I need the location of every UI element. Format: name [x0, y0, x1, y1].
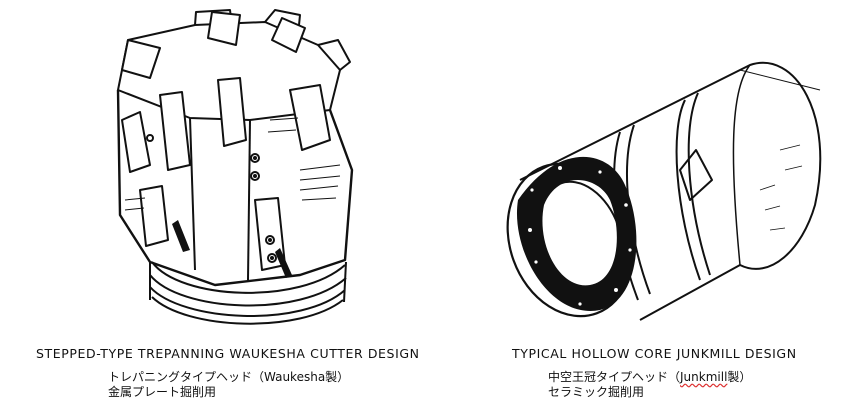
- caption-english: TYPICAL HOLLOW CORE JUNKMILL DESIGN: [512, 346, 797, 361]
- caption-japanese-line2: 金属プレート掘削用: [108, 385, 217, 399]
- caption-japanese-line1: 中空王冠タイプヘッド（Junkmill製）: [548, 370, 751, 385]
- caption-ja-suffix: 製）: [727, 370, 752, 384]
- caption-japanese-line2: セラミック掘削用: [548, 385, 645, 399]
- junkmill-cutter-illustration: [506, 62, 822, 321]
- junkmill-cutter-figure: TYPICAL HOLLOW CORE JUNKMILL DESIGN 中空王冠…: [440, 0, 854, 413]
- trepanning-cutter-illustration: [116, 9, 354, 325]
- trepanning-cutter-figure: STEPPED-TYPE TREPANNING WAUKESHA CUTTER …: [36, 9, 420, 399]
- caption-ja-maker: Junkmill: [680, 370, 728, 384]
- caption-japanese-line1: トレパニングタイプヘッド（Waukesha製）: [108, 370, 350, 384]
- caption-english: STEPPED-TYPE TREPANNING WAUKESHA CUTTER …: [36, 346, 420, 361]
- caption-ja-prefix: 中空王冠タイプヘッド（: [548, 370, 681, 384]
